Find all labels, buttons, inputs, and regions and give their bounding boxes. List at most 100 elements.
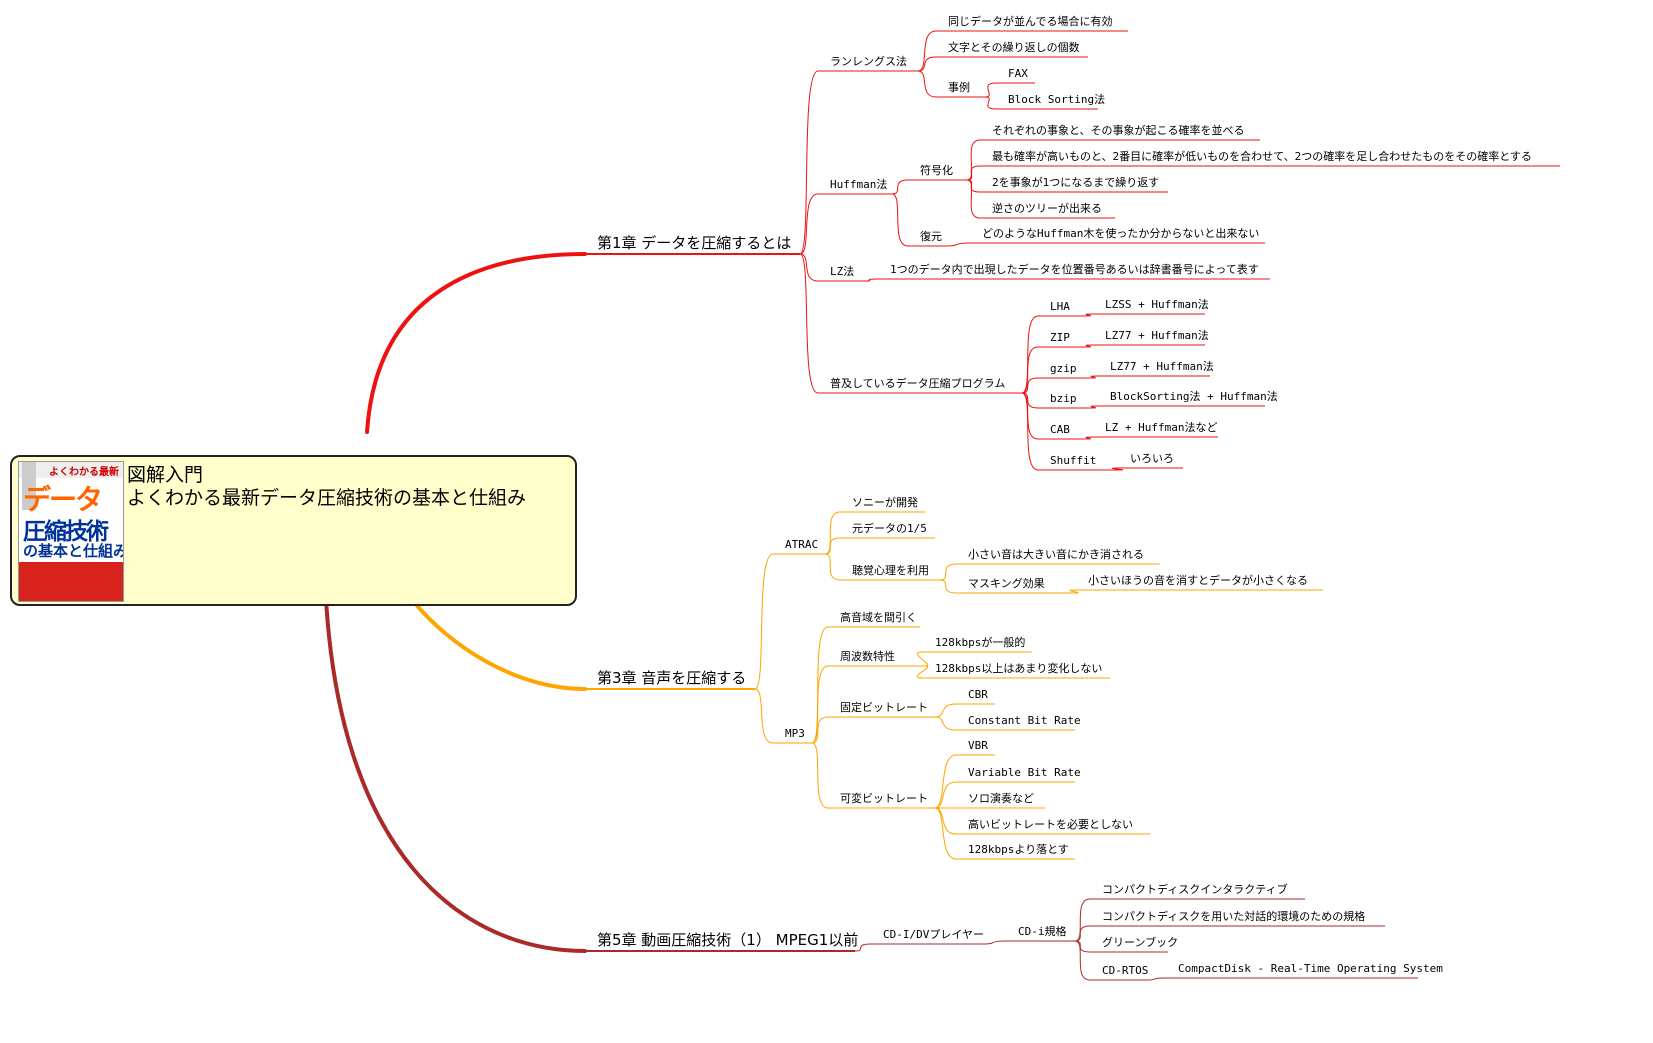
mindmap-node-1-1-1-0[interactable]: 128kbpsが一般的: [935, 635, 1025, 649]
mindmap-node-2-0-0-3-0[interactable]: CompactDisk - Real-Time Operating System: [1178, 962, 1443, 975]
connector: [916, 651, 929, 667]
mindmap-node-0-3-5[interactable]: Shuffit: [1050, 454, 1096, 467]
mindmap-node-1-0-1[interactable]: 元データの1/5: [852, 521, 927, 535]
mindmap-node-1-0[interactable]: ATRAC: [785, 538, 818, 551]
connector: [824, 537, 841, 555]
connector: [934, 807, 957, 860]
connector: [1021, 392, 1039, 471]
mindmap-node-0-3-2-0[interactable]: LZ77 + Huffman法: [1110, 359, 1214, 373]
connector: [916, 665, 929, 679]
mindmap-node-1-0-2-1[interactable]: マスキング効果: [968, 576, 1045, 590]
mindmap-node-2-0-0-1[interactable]: コンパクトディスクを用いた対話的環境のための規格: [1102, 909, 1365, 923]
mindmap-node-2-0-0-0[interactable]: コンパクトディスクインタラクティブ: [1102, 882, 1288, 896]
mindmap-node-0-1[interactable]: Huffman法: [830, 177, 887, 191]
connector: [947, 242, 971, 247]
mindmap-node-1-1-3-3[interactable]: 高いビットレートを必要としない: [968, 817, 1133, 831]
connector: [1085, 436, 1094, 440]
connector: [754, 553, 774, 690]
connector: [1111, 467, 1124, 471]
connector: [984, 96, 997, 110]
mindmap-node-1-1-2-0[interactable]: CBR: [968, 688, 988, 701]
main-branch-ch5: [323, 576, 587, 953]
mindmap-node-1[interactable]: 第3章 音声を圧縮する: [597, 669, 746, 687]
mindmap-node-0-3-0[interactable]: LHA: [1050, 300, 1070, 313]
root-title-line2: よくわかる最新データ圧縮技術の基本と仕組み: [127, 487, 527, 509]
mindmap-node-1-1-3[interactable]: 可変ビットレート: [840, 791, 928, 805]
mindmap-node-0-3-4-0[interactable]: LZ + Huffman法など: [1105, 420, 1217, 434]
connector: [1090, 405, 1099, 409]
mindmap-node-0-3-2[interactable]: gzip: [1050, 362, 1077, 375]
connector: [934, 807, 957, 835]
mindmap-node-0-2-0[interactable]: 1つのデータ内で出現したデータを位置番号あるいは辞書番号によって表す: [890, 262, 1259, 276]
main-branch-ch1: [365, 252, 587, 434]
connector: [891, 179, 909, 195]
connector: [811, 716, 829, 744]
root-title-line1: 図解入門: [127, 464, 204, 486]
connector: [966, 139, 981, 181]
mindmap-node-0-3-3[interactable]: bzip: [1050, 392, 1077, 405]
mindmap-node-0-0-2-1[interactable]: Block Sorting法: [1008, 92, 1105, 106]
connector: [1021, 315, 1039, 394]
book-cover-image: よくわかる最新 データ 圧縮技術 の基本と仕組み: [18, 461, 124, 602]
mindmap-node-0-1-0-0[interactable]: それぞれの事象と、その事象が起こる確率を並べる: [992, 123, 1245, 137]
mindmap-node-0-3-0-0[interactable]: LZSS + Huffman法: [1105, 297, 1209, 311]
mindmap-node-0-3-1[interactable]: ZIP: [1050, 331, 1070, 344]
mindmap-node-0-1-0-3[interactable]: 逆さのツリーが出来る: [992, 201, 1102, 215]
mindmap-node-1-0-2[interactable]: 聴覚心理を利用: [852, 564, 929, 577]
mindmap-node-0-1-1-0[interactable]: どのようなHuffman木を使ったか分からないと出来ない: [982, 226, 1259, 240]
connector: [1074, 925, 1091, 942]
connector: [1021, 377, 1039, 394]
connector: [824, 511, 841, 555]
cover-top-label: よくわかる最新: [49, 467, 119, 478]
mindmap-node-0-0-1[interactable]: 文字とその繰り返しの個数: [948, 40, 1080, 54]
mindmap-node-1-1-1-1[interactable]: 128kbps以上はあまり変化しない: [935, 661, 1102, 675]
mindmap-node-2-0-0-3[interactable]: CD-RTOS: [1102, 964, 1148, 977]
mindmap-node-0-2[interactable]: LZ法: [830, 264, 854, 278]
mindmap-node-0-1-1[interactable]: 復元: [920, 230, 942, 243]
mindmap-node-0-1-0[interactable]: 符号化: [920, 163, 953, 177]
connector: [754, 688, 774, 744]
mindmap-node-0-1-0-1[interactable]: 最も確率が高いものと、2番目に確率が低いものを合わせて、2つの確率を足し合わせた…: [992, 149, 1532, 163]
cover-title-a: データ: [23, 483, 103, 516]
mindmap-node-1-1-3-2[interactable]: ソロ演奏など: [968, 791, 1034, 805]
mindmap-node-0-3-5-0[interactable]: いろいろ: [1130, 452, 1174, 465]
mindmap-node-0-3[interactable]: 普及しているデータ圧縮プログラム: [830, 376, 1005, 390]
connector: [939, 563, 957, 581]
connector: [799, 253, 819, 282]
mindmap-node-1-1-1[interactable]: 周波数特性: [840, 649, 895, 663]
mindmap-node-0-0[interactable]: ランレングス法: [830, 54, 907, 68]
mindmap-node-1-1-3-4[interactable]: 128kbpsより落とす: [968, 843, 1069, 856]
mindmap-node-2[interactable]: 第5章 動画圧縮技術（1） MPEG1以前: [597, 931, 858, 949]
mindmap-node-1-1-3-1[interactable]: Variable Bit Rate: [968, 766, 1081, 779]
connector: [1069, 589, 1079, 594]
mindmap-node-0-1-0-2[interactable]: 2を事象が1つになるまで繰り返す: [992, 175, 1159, 189]
connector: [966, 179, 981, 219]
connector: [934, 703, 957, 718]
mindmap-node-1-0-0[interactable]: ソニーが開発: [852, 495, 918, 509]
mindmap-node-1-1-2[interactable]: 固定ビットレート: [840, 700, 928, 714]
mindmap-node-1-1-0[interactable]: 高音域を間引く: [840, 610, 917, 624]
connector: [934, 716, 957, 731]
connector: [799, 253, 819, 394]
mindmap-node-1-1[interactable]: MP3: [785, 727, 805, 740]
connector: [799, 70, 819, 255]
mindmap-node-0-3-4[interactable]: CAB: [1050, 423, 1070, 436]
mindmap-node-0-0-2-0[interactable]: FAX: [1008, 67, 1028, 80]
mindmap-node-0-0-0[interactable]: 同じデータが並んでる場合に有効: [948, 14, 1112, 28]
connector: [811, 742, 829, 809]
mindmap-node-0-3-3-0[interactable]: BlockSorting法 + Huffman法: [1110, 389, 1278, 403]
connector: [966, 179, 981, 193]
mindmap-node-2-0[interactable]: CD-I/DVプレイヤー: [883, 928, 984, 941]
mindmap-node-2-0-0-2[interactable]: グリーンブック: [1102, 935, 1178, 949]
connector: [811, 626, 829, 744]
mindmap-node-1-1-3-0[interactable]: VBR: [968, 739, 988, 752]
mindmap-node-1-0-2-1-0[interactable]: 小さいほうの音を消すとデータが小さくなる: [1088, 573, 1308, 587]
mindmap-node-1-0-2-0[interactable]: 小さい音は大きい音にかき消される: [968, 547, 1144, 561]
mindmap-node-2-0-0[interactable]: CD-i規格: [1018, 924, 1067, 938]
mindmap-node-0[interactable]: 第1章 データを圧縮するとは: [597, 234, 791, 252]
connector: [966, 165, 981, 181]
mindmap-node-0-3-1-0[interactable]: LZ77 + Huffman法: [1105, 328, 1209, 342]
mindmap-node-1-1-2-1[interactable]: Constant Bit Rate: [968, 714, 1081, 727]
mindmap-node-0-0-2[interactable]: 事例: [948, 80, 970, 94]
